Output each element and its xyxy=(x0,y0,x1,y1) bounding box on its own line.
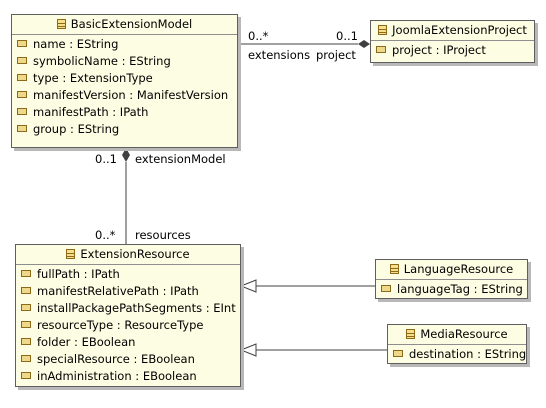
attribute-row[interactable]: specialResource : EBoolean xyxy=(21,351,240,368)
eattribute-icon xyxy=(17,74,27,81)
attribute-label: resourceType : ResourceType xyxy=(37,318,204,332)
attribute-row[interactable]: folder : EBoolean xyxy=(21,334,240,351)
eattribute-icon xyxy=(21,270,31,277)
attribute-row[interactable]: inAdministration : EBoolean xyxy=(21,368,240,385)
resources-part-multiplicity: 0..* xyxy=(95,228,116,242)
eattribute-icon xyxy=(17,91,27,98)
attribute-row[interactable]: fullPath : IPath xyxy=(21,266,240,283)
extensions-target-multiplicity: 0..1 xyxy=(336,29,358,43)
generalization-arrow-media xyxy=(239,343,257,357)
eattribute-icon xyxy=(17,125,27,132)
class-name: ExtensionResource xyxy=(80,247,190,261)
attribute-label: languageTag : EString xyxy=(397,282,523,296)
attribute-label: type : ExtensionType xyxy=(33,71,153,85)
attribute-row[interactable]: destination : EString xyxy=(393,346,526,363)
class-extension-resource[interactable]: ExtensionResource fullPath : IPath manif… xyxy=(15,244,241,387)
extensions-source-role: extensions xyxy=(248,48,311,62)
resources-owner-role: extensionModel xyxy=(135,152,226,166)
attribute-row[interactable]: languageTag : EString xyxy=(381,281,527,298)
attribute-row[interactable]: type : ExtensionType xyxy=(17,70,237,87)
class-header: JoomlaExtensionProject xyxy=(371,21,534,41)
eattribute-icon xyxy=(376,46,386,53)
class-media-resource[interactable]: MediaResource destination : EString xyxy=(387,324,527,364)
eclass-icon xyxy=(66,249,76,259)
attribute-label: project : IProject xyxy=(392,43,486,57)
attribute-label: name : EString xyxy=(33,37,119,51)
eattribute-icon xyxy=(21,372,31,379)
composition-diamond-extension-model xyxy=(122,148,130,162)
class-name: BasicExtensionModel xyxy=(70,17,193,31)
eattribute-icon xyxy=(21,304,31,311)
resources-part-role: resources xyxy=(135,228,191,242)
attribute-label: fullPath : IPath xyxy=(37,267,120,281)
extensions-target-role: project xyxy=(316,48,356,62)
eattribute-icon xyxy=(17,40,27,47)
attribute-label: group : EString xyxy=(33,122,120,136)
composition-diamond-project xyxy=(358,40,370,48)
eattribute-icon xyxy=(17,57,27,64)
eattribute-icon xyxy=(21,287,31,294)
extensions-source-multiplicity: 0..* xyxy=(248,29,269,43)
attribute-label: inAdministration : EBoolean xyxy=(37,369,197,383)
attribute-row[interactable]: manifestPath : IPath xyxy=(17,104,237,121)
attribute-list: destination : EString xyxy=(388,345,526,363)
resources-owner-multiplicity: 0..1 xyxy=(95,152,117,166)
attribute-label: symbolicName : EString xyxy=(33,54,171,68)
attribute-label: manifestPath : IPath xyxy=(33,105,149,119)
attribute-row[interactable]: name : EString xyxy=(17,36,237,53)
eclass-icon xyxy=(389,264,399,274)
eclass-icon xyxy=(378,25,388,35)
eattribute-icon xyxy=(381,285,391,292)
attribute-list: languageTag : EString xyxy=(376,280,527,298)
attribute-label: folder : EBoolean xyxy=(37,335,136,349)
attribute-row[interactable]: manifestVersion : ManifestVersion xyxy=(17,87,237,104)
class-header: MediaResource xyxy=(388,325,526,345)
attribute-row[interactable]: manifestRelativePath : IPath xyxy=(21,283,240,300)
eclass-icon xyxy=(56,19,66,29)
eattribute-icon xyxy=(21,355,31,362)
class-basic-extension-model[interactable]: BasicExtensionModel name : EString symbo… xyxy=(11,14,238,148)
attribute-list: name : EString symbolicName : EString ty… xyxy=(12,35,237,138)
class-name: LanguageResource xyxy=(403,262,514,276)
attribute-label: installPackagePathSegments : EInt xyxy=(37,301,236,315)
attribute-row[interactable]: installPackagePathSegments : EInt xyxy=(21,300,240,317)
class-header: LanguageResource xyxy=(376,260,527,280)
class-name: MediaResource xyxy=(420,327,508,341)
attribute-list: fullPath : IPath manifestRelativePath : … xyxy=(16,265,240,385)
class-header: ExtensionResource xyxy=(16,245,240,265)
eattribute-icon xyxy=(393,350,403,357)
generalization-arrow-language xyxy=(239,279,257,293)
class-header: BasicExtensionModel xyxy=(12,15,237,35)
attribute-row[interactable]: resourceType : ResourceType xyxy=(21,317,240,334)
class-joomla-extension-project[interactable]: JoomlaExtensionProject project : IProjec… xyxy=(370,20,535,63)
eattribute-icon xyxy=(17,108,27,115)
attribute-row[interactable]: symbolicName : EString xyxy=(17,53,237,70)
attribute-list: project : IProject xyxy=(371,41,534,59)
eattribute-icon xyxy=(21,338,31,345)
attribute-label: manifestRelativePath : IPath xyxy=(37,284,199,298)
attribute-row[interactable]: group : EString xyxy=(17,121,237,138)
class-name: JoomlaExtensionProject xyxy=(392,23,527,37)
eclass-icon xyxy=(406,329,416,339)
attribute-label: manifestVersion : ManifestVersion xyxy=(33,88,229,102)
class-language-resource[interactable]: LanguageResource languageTag : EString xyxy=(375,259,528,299)
attribute-label: destination : EString xyxy=(409,347,527,361)
attribute-row[interactable]: project : IProject xyxy=(376,42,534,59)
eattribute-icon xyxy=(21,321,31,328)
attribute-label: specialResource : EBoolean xyxy=(37,352,195,366)
